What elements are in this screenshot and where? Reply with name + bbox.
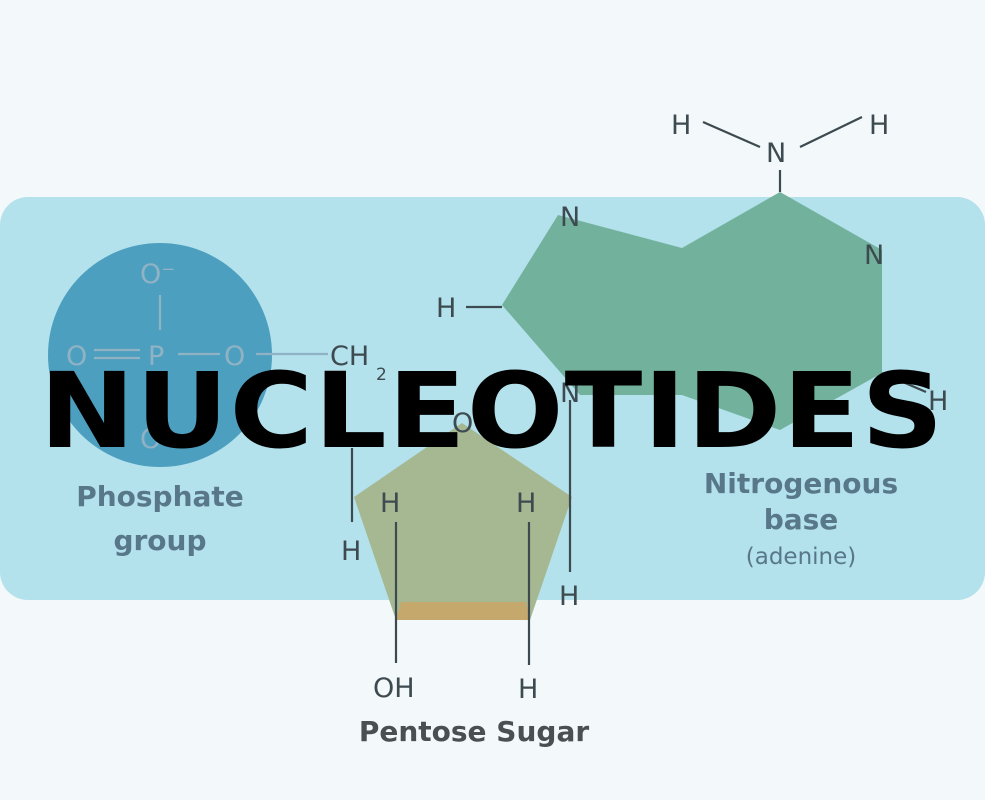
sugar-pentagon [354, 423, 572, 620]
base-label-line3: (adenine) [746, 544, 857, 570]
amino-h-right: H [869, 110, 889, 141]
phosphate-o-left: O [66, 341, 87, 372]
sugar-oh: OH [373, 673, 415, 704]
base-n-top-left: N [560, 202, 580, 233]
sugar-h-upper-left: H [380, 488, 400, 519]
bond-h-right: H [559, 581, 579, 612]
base-h-left: H [436, 293, 456, 324]
amino-n: N [766, 138, 786, 169]
sugar-h-bottom: H [518, 674, 538, 705]
amino-h-left: H [671, 110, 691, 141]
phosphate-o-bottom: O⁻ [140, 424, 176, 455]
phosphate-o-right: O [224, 341, 245, 372]
phosphate-circle [48, 243, 272, 467]
base-label-line1: Nitrogenous [704, 467, 898, 500]
phosphate-label-line1: Phosphate [76, 480, 244, 513]
base-five-ring [502, 215, 682, 395]
phosphate-p: P [148, 341, 164, 372]
base-n-right: N [864, 240, 884, 271]
bond-base-h-right [881, 371, 927, 394]
sugar-h-upper-right: H [516, 488, 536, 519]
page-title: NUCLEOTIDES [40, 350, 945, 472]
bond-amino-h-right [799, 116, 863, 148]
base-label-line2: base [764, 503, 839, 536]
sugar-bottom-edge [396, 602, 530, 620]
ch2-subscript: 2 [376, 365, 387, 385]
ch2-h-bottom: H [341, 536, 361, 567]
base-h-right: H [928, 386, 948, 417]
phosphate-o-top: O⁻ [140, 259, 176, 290]
sugar-ring-oxygen: O [452, 408, 473, 439]
bond-amino-h-left [702, 120, 761, 149]
sugar-label: Pentose Sugar [359, 715, 590, 748]
base-n-glycosidic: N [560, 378, 580, 409]
phosphate-label-line2: group [113, 524, 206, 557]
base-six-ring [682, 192, 882, 430]
ch2-group: CH [330, 341, 369, 372]
